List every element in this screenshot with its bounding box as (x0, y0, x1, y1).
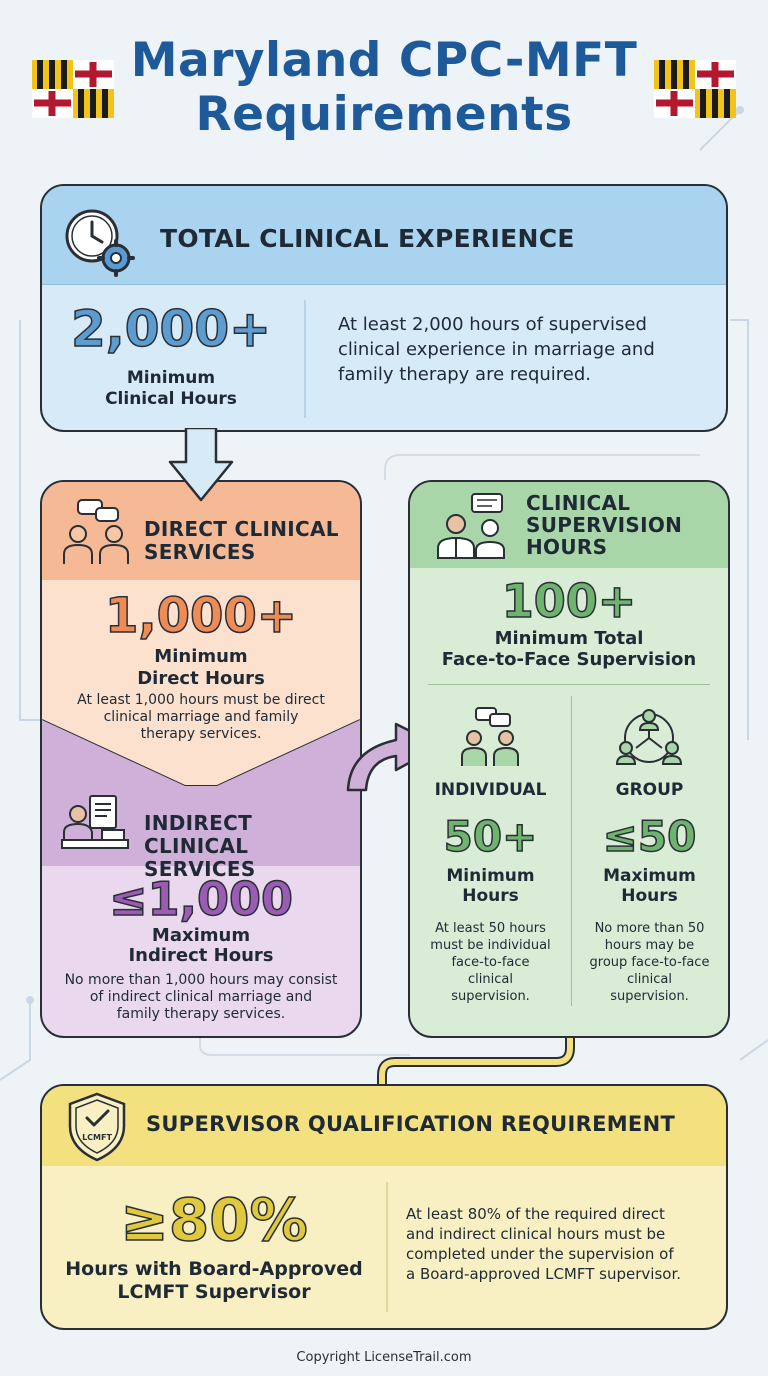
supervisor-header (42, 1086, 726, 1166)
page-title: Maryland CPC-MFT Requirements (110, 34, 658, 142)
supervisor-label-line: LCMFT Supervisor (117, 1281, 311, 1303)
supervisor-desc-line: completed under the supervision of (406, 1245, 674, 1263)
supervisor-desc-line: At least 80% of the required direct (406, 1205, 665, 1223)
direct-heading-line: SERVICES (144, 540, 256, 564)
lcmft-shield-icon: LCMFT (68, 1092, 126, 1162)
group-network-icon (615, 709, 683, 765)
group-value: ≤50 (602, 811, 697, 862)
indirect-label: Maximum Indirect Hours (42, 926, 360, 966)
clock-gear-icon (65, 209, 135, 277)
individual-desc-line: At least 50 hours (435, 921, 546, 936)
individual-value: 50+ (443, 811, 538, 862)
supervision-label-line: Face-to-Face Supervision (441, 649, 697, 670)
total-experience-card: TOTAL CLINICAL EXPERIENCE 2,000+ Minimum… (40, 184, 728, 432)
individual-desc-line: supervision. (451, 989, 530, 1004)
total-description: At least 2,000 hours of supervised clini… (338, 312, 708, 387)
individual-label-line: Hours (462, 886, 519, 906)
total-label: Minimum Clinical Hours (60, 368, 282, 410)
maryland-flag-icon (32, 60, 114, 118)
supervision-label: Minimum Total Face-to-Face Supervision (410, 628, 728, 670)
divider (386, 1182, 388, 1312)
indirect-header-top-shape (42, 720, 360, 788)
divider (571, 696, 572, 1006)
total-label-line: Clinical Hours (105, 389, 237, 409)
total-desc-line: At least 2,000 hours of supervised (338, 314, 647, 335)
indirect-label-line: Maximum (151, 925, 251, 946)
divider (304, 300, 306, 418)
indirect-value: ≤1,000 (108, 871, 294, 927)
direct-heading: DIRECT CLINICAL SERVICES (144, 518, 339, 564)
supervision-label-line: Minimum Total (494, 628, 644, 649)
individual-label: Minimum Hours (410, 866, 571, 906)
individual-heading: INDIVIDUAL (434, 780, 547, 800)
indirect-heading-line: SERVICES (144, 857, 256, 881)
supervision-heading-line: SUPERVISION (526, 513, 683, 537)
supervisor-desc-line: a Board-approved LCMFT supervisor. (406, 1265, 682, 1283)
indirect-heading: INDIRECT CLINICAL SERVICES (144, 812, 360, 881)
supervisor-description: At least 80% of the required direct and … (406, 1204, 716, 1284)
direct-label-line: Direct Hours (137, 668, 265, 689)
desk-documents-icon (61, 795, 129, 849)
title-line-2: Requirements (195, 87, 573, 142)
down-arrow-icon (168, 428, 234, 502)
total-desc-line: clinical experience in marriage and (338, 339, 655, 360)
direct-label-line: Minimum (154, 646, 248, 667)
divider (428, 684, 710, 685)
supervision-card: CLINICAL SUPERVISION HOURS 100+ Minimum … (408, 480, 730, 1038)
direct-value: 1,000+ (104, 587, 298, 645)
indirect-desc-line: No more than 1,000 hours may consist (64, 972, 338, 988)
direct-desc-line: clinical marriage and family (103, 709, 299, 725)
individual-desc-line: face-to-face (451, 955, 530, 970)
group-label-line: Maximum (603, 866, 696, 886)
group-desc-line: supervision. (610, 989, 689, 1004)
total-label-line: Minimum (126, 368, 216, 388)
group-desc-line: group face-to-face (589, 955, 710, 970)
individual-label-line: Minimum (446, 866, 535, 886)
indirect-heading-line: INDIRECT CLINICAL (144, 811, 253, 858)
supervisor-value: ≥80% (120, 1185, 309, 1255)
maryland-flag-icon (654, 60, 736, 118)
supervisor-heading: SUPERVISOR QUALIFICATION REQUIREMENT (146, 1112, 676, 1136)
supervision-value: 100+ (501, 573, 637, 629)
group-heading: GROUP (615, 780, 684, 800)
group-description: No more than 50 hours may be group face-… (573, 920, 726, 1005)
supervisor-desc-line: and indirect clinical hours must be (406, 1225, 666, 1243)
supervisor-label-line: Hours with Board-Approved (65, 1258, 363, 1280)
supervision-heading: CLINICAL SUPERVISION HOURS (526, 492, 682, 558)
total-desc-line: family therapy are required. (338, 364, 592, 385)
direct-indirect-card: DIRECT CLINICAL SERVICES 1,000+ Minimum … (40, 480, 362, 1038)
supervisor-icon (437, 493, 505, 559)
group-label-line: Hours (621, 886, 678, 906)
total-header (42, 186, 726, 285)
copyright-footer: Copyright LicenseTrail.com (296, 1350, 472, 1365)
group-desc-line: hours may be (604, 938, 695, 953)
individual-description: At least 50 hours must be individual fac… (412, 920, 569, 1005)
supervisor-label: Hours with Board-Approved LCMFT Supervis… (42, 1258, 386, 1304)
direct-heading-line: DIRECT CLINICAL (144, 517, 339, 541)
total-value: 2,000+ (70, 299, 272, 359)
individual-session-icon (461, 707, 519, 766)
direct-description: At least 1,000 hours must be direct clin… (52, 692, 350, 743)
indirect-desc-line: family therapy services. (116, 1006, 286, 1022)
title-line-1: Maryland CPC-MFT (130, 33, 638, 88)
individual-desc-line: must be individual (430, 938, 551, 953)
direct-label: Minimum Direct Hours (42, 646, 360, 690)
supervisor-card: LCMFT SUPERVISOR QUALIFICATION REQUIREME… (40, 1084, 728, 1330)
indirect-label-line: Indirect Hours (128, 945, 274, 966)
indirect-desc-line: of indirect clinical marriage and (89, 989, 313, 1005)
group-desc-line: No more than 50 (594, 921, 705, 936)
shield-badge-text: LCMFT (82, 1133, 112, 1142)
total-heading: TOTAL CLINICAL EXPERIENCE (160, 224, 575, 253)
indirect-description: No more than 1,000 hours may consist of … (48, 972, 354, 1023)
supervision-heading-line: HOURS (526, 535, 608, 559)
direct-desc-line: therapy services. (140, 726, 262, 742)
supervision-heading-line: CLINICAL (526, 491, 631, 515)
direct-desc-line: At least 1,000 hours must be direct (77, 692, 325, 708)
individual-desc-line: clinical (468, 972, 513, 987)
counseling-people-icon (63, 499, 129, 564)
group-label: Maximum Hours (571, 866, 728, 906)
group-desc-line: clinical (627, 972, 672, 987)
